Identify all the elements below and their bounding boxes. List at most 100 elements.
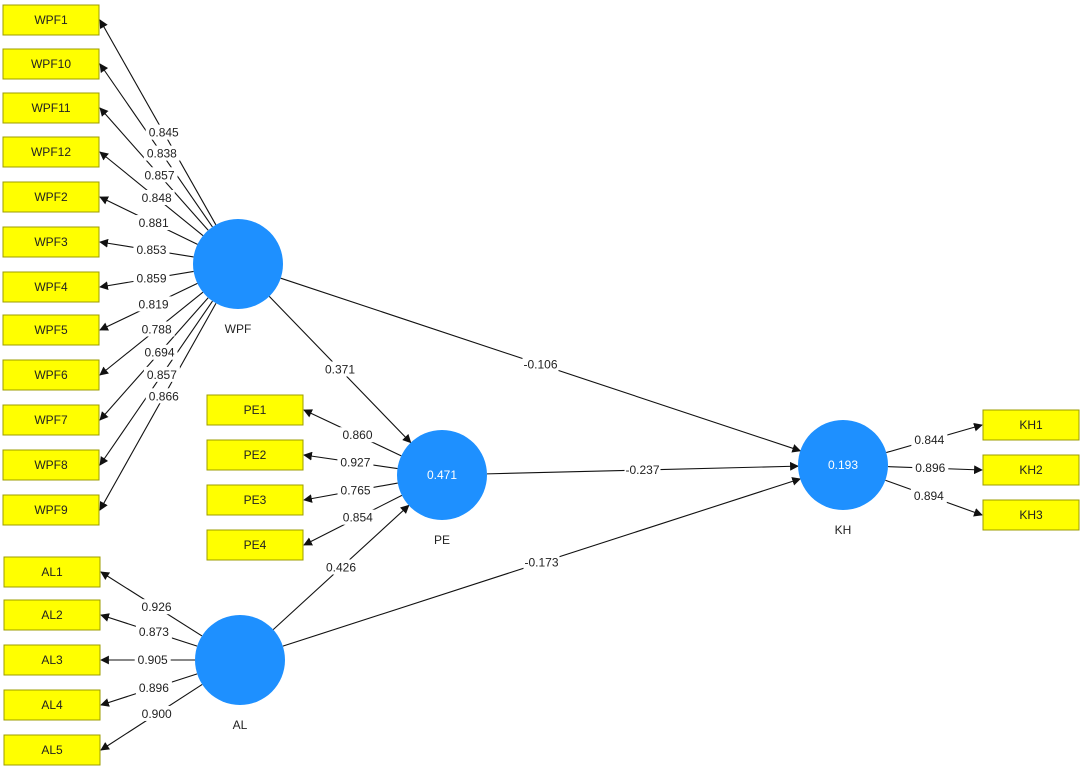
loading-label-al3-text: 0.905 [138,653,168,667]
loading-label-pe3: 0.765 [337,482,374,498]
loading-label-wpf5-text: 0.819 [139,297,169,311]
indicator-wpf6[interactable]: WPF6 [2,359,100,391]
loading-label-wpf9: 0.866 [145,388,182,404]
loading-label-kh2-text: 0.896 [915,461,945,475]
indicator-pe4-label: PE4 [244,538,267,552]
loading-label-wpf3: 0.853 [133,242,170,258]
indicator-wpf6-label: WPF6 [34,368,68,382]
latent-al[interactable]: AL [195,615,285,732]
indicator-wpf5-label: WPF5 [34,323,68,337]
loading-label-wpf12-text: 0.848 [142,191,172,205]
loading-arrow-wpf8 [99,300,213,466]
indicator-wpf8[interactable]: WPF8 [2,449,100,481]
indicator-wpf7-label: WPF7 [34,413,68,427]
indicator-wpf10[interactable]: WPF10 [2,48,100,80]
indicator-wpf3-label: WPF3 [34,235,68,249]
loading-label-wpf3-text: 0.853 [136,243,166,257]
loading-label-al1: 0.926 [138,599,175,615]
loading-label-wpf6: 0.788 [138,321,175,337]
path-coef-pe-kh: -0.237 [624,462,661,477]
loading-label-wpf2-text: 0.881 [139,216,169,230]
loading-arrow-wpf9 [99,302,217,511]
loading-label-wpf1-text: 0.845 [149,126,179,140]
indicator-kh2-label: KH2 [1019,463,1043,477]
indicator-kh2[interactable]: KH2 [982,454,1080,486]
indicator-wpf3[interactable]: WPF3 [2,226,100,258]
indicator-wpf4-label: WPF4 [34,280,68,294]
indicator-wpf10-label: WPF10 [31,57,71,71]
path-coef-al-kh: -0.173 [523,554,560,570]
loading-label-kh3: 0.894 [910,487,947,503]
indicator-wpf7[interactable]: WPF7 [2,404,100,436]
indicator-wpf9-label: WPF9 [34,503,68,517]
indicator-wpf11[interactable]: WPF11 [2,92,100,124]
indicator-al3[interactable]: AL3 [3,644,101,676]
indicator-wpf12-label: WPF12 [31,145,71,159]
loading-label-pe2: 0.927 [337,454,374,470]
indicator-wpf5[interactable]: WPF5 [2,314,100,346]
path-coef-al-pe-text: 0.426 [326,561,356,575]
indicator-pe2[interactable]: PE2 [206,439,304,471]
loading-label-al4: 0.896 [135,679,172,695]
loading-label-wpf7-text: 0.694 [144,346,174,360]
indicator-pe1-label: PE1 [244,403,267,417]
path-coef-al-pe: 0.426 [323,559,359,575]
loading-label-pe4-text: 0.854 [343,511,373,525]
loading-label-wpf8: 0.857 [143,366,180,382]
latent-kh-name: KH [835,523,852,537]
loading-label-wpf7: 0.694 [141,344,178,360]
loading-label-wpf2: 0.881 [135,215,172,231]
loading-label-kh2: 0.896 [912,460,949,476]
loading-label-wpf4-text: 0.859 [136,271,166,285]
loading-label-pe3-text: 0.765 [341,484,371,498]
indicator-pe2-label: PE2 [244,448,267,462]
latent-wpf[interactable]: WPF [193,219,283,336]
indicator-wpf2-label: WPF2 [34,190,68,204]
path-coef-wpf-kh-text: -0.106 [523,358,557,372]
indicator-kh1[interactable]: KH1 [982,409,1080,441]
loading-label-pe1-text: 0.860 [342,428,372,442]
loading-label-wpf10: 0.838 [143,145,180,161]
indicator-al4-label: AL4 [41,698,63,712]
indicator-al1[interactable]: AL1 [3,556,101,588]
indicator-pe1[interactable]: PE1 [206,394,304,426]
loading-label-wpf4: 0.859 [133,270,170,286]
loading-label-pe1: 0.860 [339,427,376,443]
path-coef-wpf-kh: -0.106 [522,356,559,372]
indicator-wpf1-label: WPF1 [34,13,68,27]
indicator-wpf2[interactable]: WPF2 [2,181,100,213]
indicator-pe4[interactable]: PE4 [206,529,304,561]
indicator-pe3-label: PE3 [244,493,267,507]
loading-label-al5-text: 0.900 [142,707,172,721]
indicator-al4[interactable]: AL4 [3,689,101,721]
loading-label-al2: 0.873 [135,624,172,640]
indicator-al2[interactable]: AL2 [3,599,101,631]
indicator-wpf4[interactable]: WPF4 [2,271,100,303]
latent-pe-r2: 0.471 [427,468,457,482]
indicator-al5[interactable]: AL5 [3,734,101,766]
indicator-pe3[interactable]: PE3 [206,484,304,516]
indicator-kh3-label: KH3 [1019,508,1043,522]
latent-kh-r2: 0.193 [828,458,858,472]
indicator-kh3[interactable]: KH3 [982,499,1080,531]
loading-label-wpf10-text: 0.838 [147,147,177,161]
indicator-wpf9[interactable]: WPF9 [2,494,100,526]
loading-label-wpf8-text: 0.857 [147,368,177,382]
indicator-wpf1[interactable]: WPF1 [2,4,100,36]
loading-label-al4-text: 0.896 [139,681,169,695]
loading-label-wpf11: 0.857 [141,167,178,183]
loading-label-pe4: 0.854 [339,509,376,525]
indicator-al5-label: AL5 [41,743,63,757]
path-coef-pe-kh-text: -0.237 [625,463,659,477]
loading-label-kh1-text: 0.844 [914,433,944,447]
loading-arrow-wpf1 [99,19,217,226]
latent-pe-name: PE [434,533,450,547]
loading-arrow-wpf10 [99,63,213,228]
path-coef-wpf-pe: 0.371 [322,361,358,377]
indicator-al1-label: AL1 [41,565,63,579]
loading-label-wpf1: 0.845 [145,124,182,140]
indicator-wpf12[interactable]: WPF12 [2,136,100,168]
